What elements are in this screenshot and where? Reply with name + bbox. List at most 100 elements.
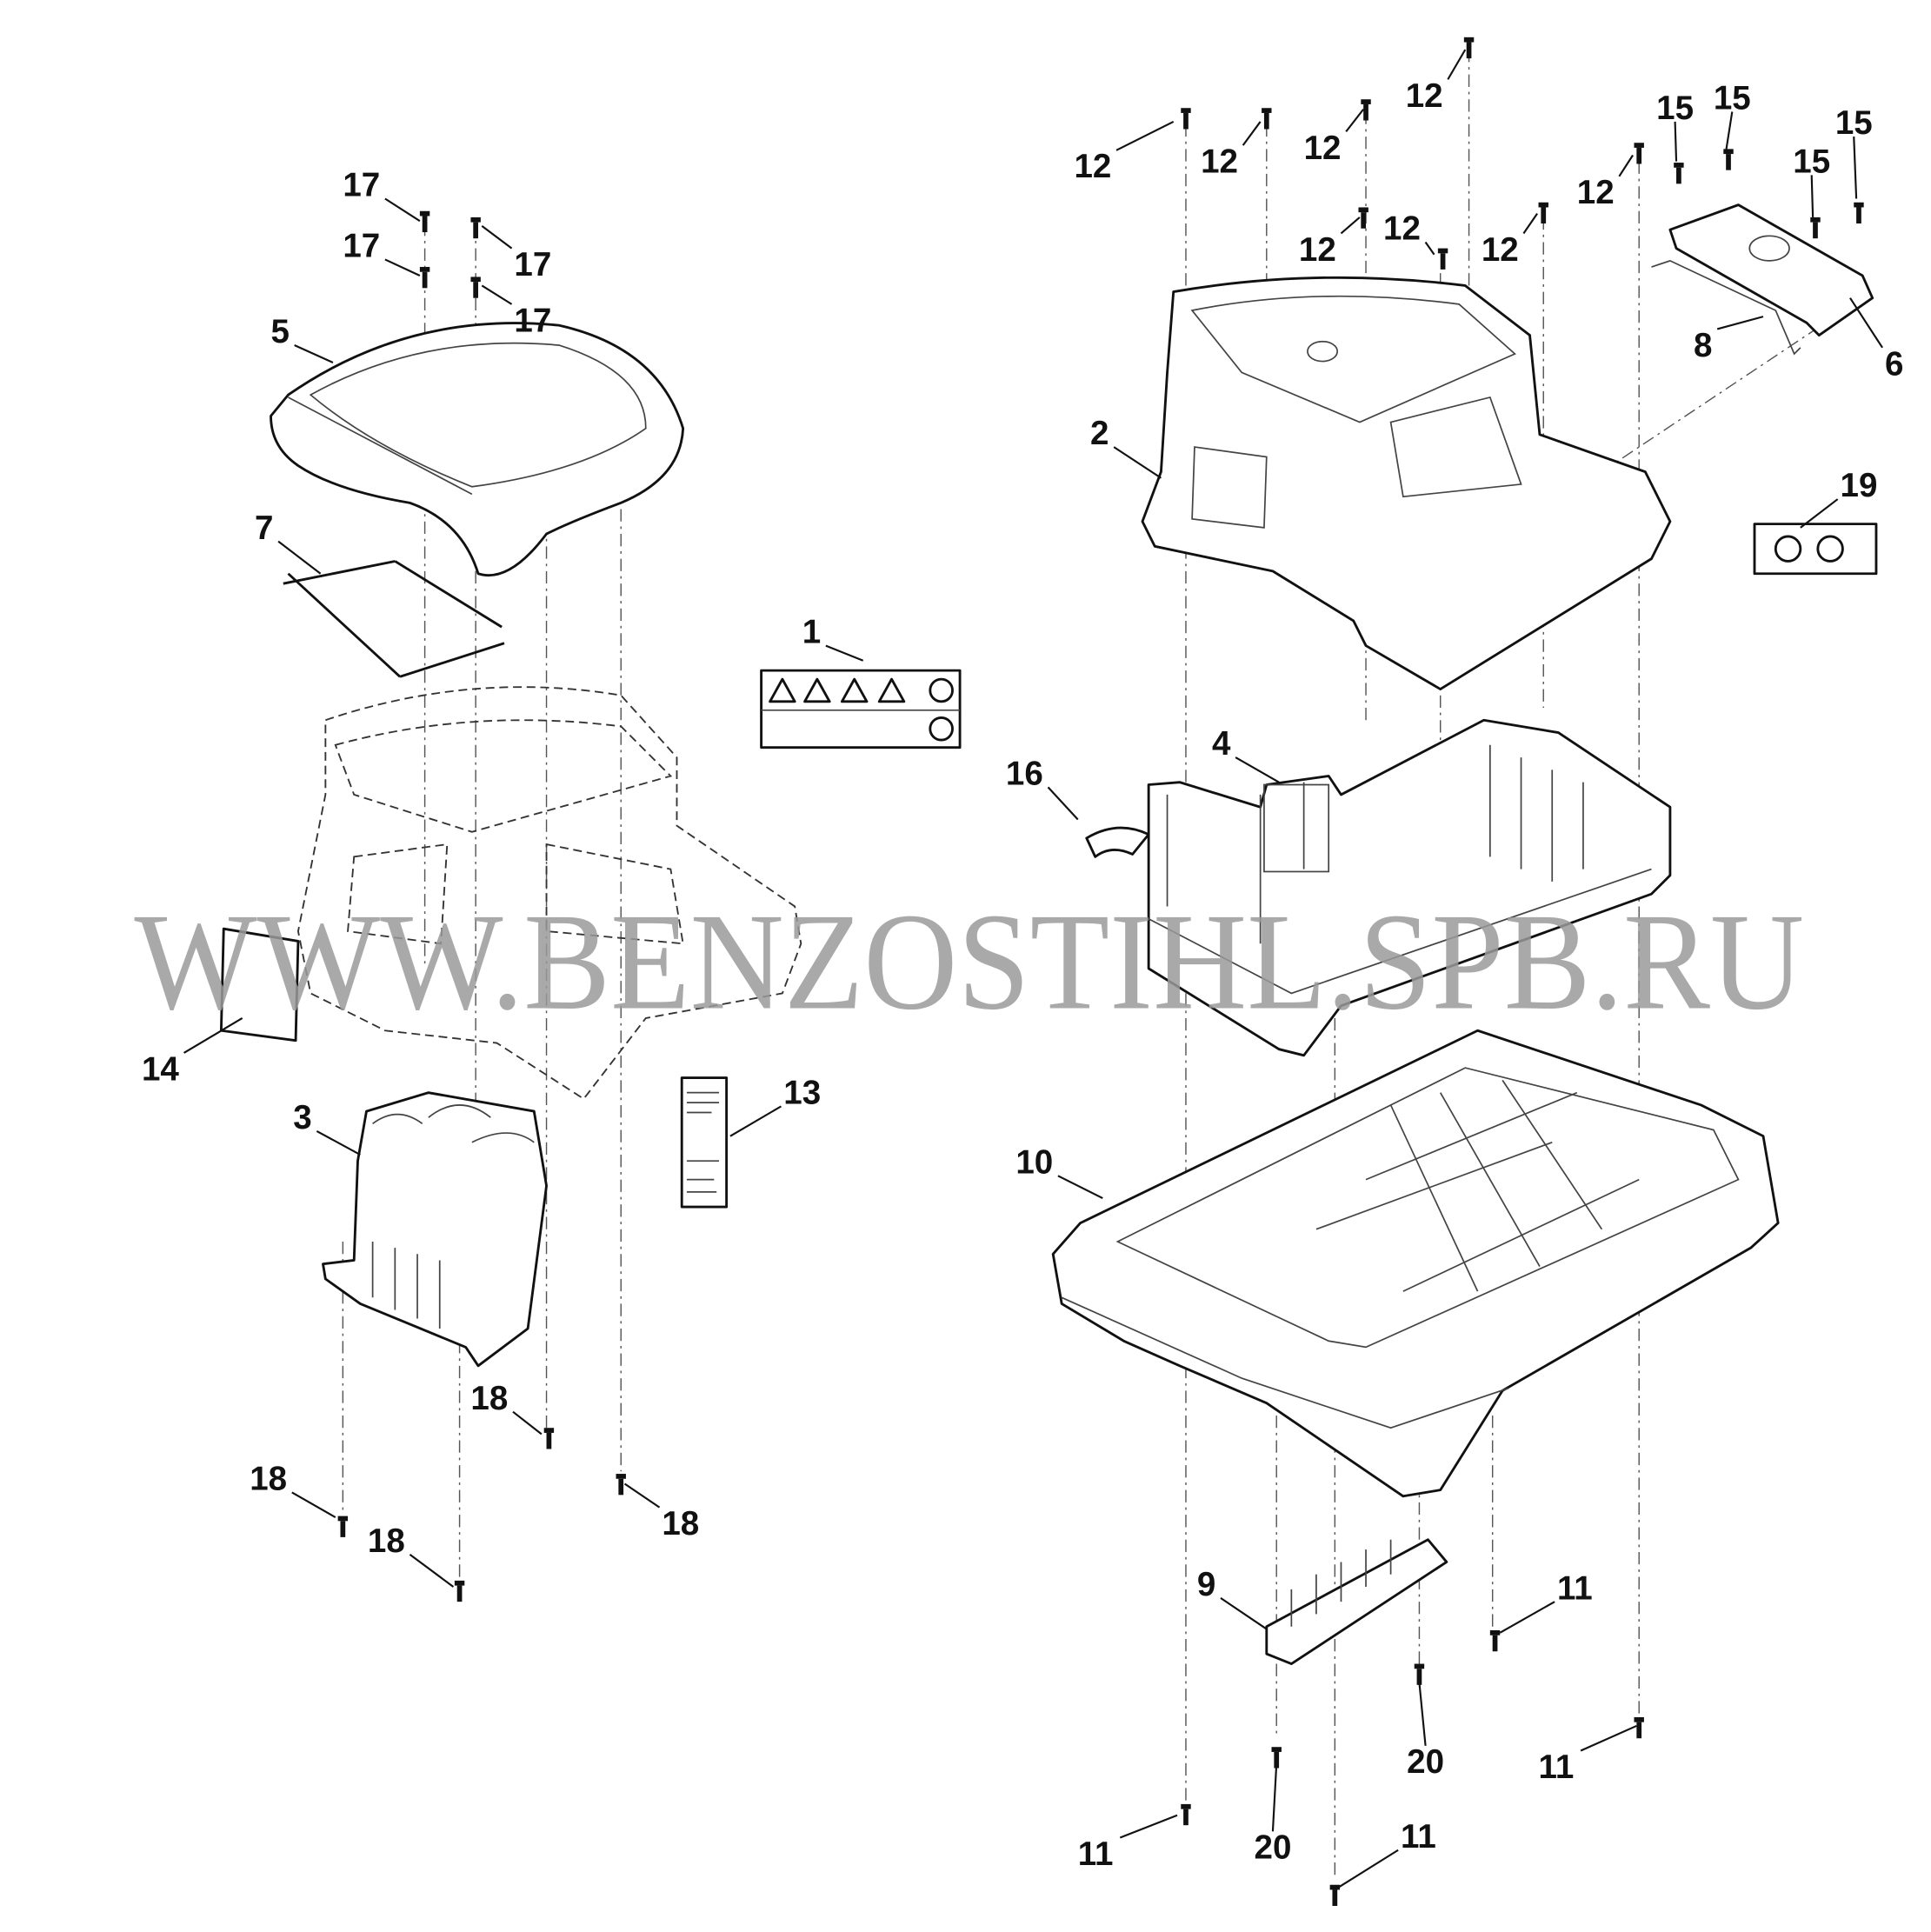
- callout-15: 15: [1656, 90, 1694, 127]
- callout-12: 12: [1383, 210, 1421, 248]
- leader-line: [1580, 1724, 1637, 1752]
- leader-line: [729, 1105, 782, 1137]
- screw-icon: [616, 1474, 626, 1496]
- callout-12: 12: [1201, 143, 1238, 180]
- leader-line: [384, 197, 421, 223]
- callout-12: 12: [1074, 148, 1111, 185]
- screw-icon: [470, 276, 481, 298]
- part-16-gasket: [1085, 826, 1150, 858]
- callout-6: 6: [1885, 345, 1903, 383]
- callout-7: 7: [255, 510, 273, 547]
- screw-icon: [1329, 1884, 1341, 1907]
- leader-line: [294, 344, 334, 363]
- callout-17: 17: [343, 228, 380, 265]
- leader-line: [316, 1129, 361, 1156]
- screw-icon: [1181, 1803, 1191, 1826]
- callout-8: 8: [1694, 327, 1712, 364]
- callout-20: 20: [1407, 1743, 1444, 1781]
- leader-line: [277, 540, 322, 575]
- callout-11: 11: [1539, 1749, 1575, 1786]
- leader-line: [1340, 217, 1361, 235]
- callout-17: 17: [514, 302, 551, 339]
- callout-5: 5: [271, 313, 290, 350]
- screw-icon: [1854, 202, 1864, 224]
- part-8-wire-clip: [1651, 259, 1801, 356]
- watermark: WWW.BENZOSTIHL.SPB.RU: [134, 884, 1804, 1039]
- leader-line: [1235, 756, 1280, 783]
- screw-icon: [1361, 99, 1371, 121]
- leader-line: [1345, 109, 1365, 133]
- leader-line: [1716, 316, 1764, 330]
- screw-icon: [419, 267, 430, 289]
- callout-18: 18: [250, 1461, 287, 1498]
- callout-20: 20: [1255, 1829, 1292, 1867]
- part-10-base: [1051, 1029, 1780, 1498]
- leader-line: [1418, 1682, 1427, 1746]
- part-13-label: [680, 1076, 729, 1209]
- screw-icon: [1634, 143, 1644, 164]
- callout-11: 11: [1078, 1835, 1114, 1873]
- leader-line: [1810, 175, 1814, 217]
- part-3-holder: [322, 1091, 548, 1368]
- screw-icon: [1414, 1663, 1425, 1685]
- leader-line: [1271, 1762, 1278, 1832]
- callout-17: 17: [514, 246, 551, 283]
- callout-12: 12: [1406, 77, 1443, 115]
- leader-line: [1618, 154, 1634, 177]
- callout-9: 9: [1197, 1566, 1215, 1603]
- callout-1: 1: [802, 614, 821, 651]
- screw-icon: [1181, 108, 1191, 130]
- leader-line: [1220, 1596, 1268, 1630]
- screw-icon: [1262, 108, 1272, 130]
- leader-line: [183, 1017, 243, 1054]
- callout-12: 12: [1482, 231, 1519, 269]
- leader-line: [1522, 213, 1538, 235]
- leader-line: [1242, 121, 1262, 146]
- callout-12: 12: [1304, 130, 1342, 167]
- screw-icon: [470, 217, 481, 239]
- callout-10: 10: [1015, 1143, 1053, 1181]
- leader-line: [1849, 297, 1883, 349]
- screw-icon: [1723, 149, 1734, 170]
- screw-icon: [419, 210, 430, 233]
- screw-icon: [1634, 1716, 1644, 1739]
- screws: [337, 37, 1864, 1907]
- leader-line: [481, 284, 513, 305]
- screw-icon: [454, 1580, 465, 1602]
- leader-line: [1113, 446, 1162, 479]
- callout-16: 16: [1006, 756, 1043, 793]
- callout-11: 11: [1401, 1818, 1436, 1855]
- callout-13: 13: [783, 1075, 821, 1112]
- screw-icon: [1437, 248, 1448, 270]
- screw-icon: [543, 1428, 555, 1449]
- leader-line: [623, 1482, 661, 1509]
- leader-line: [291, 1491, 336, 1518]
- screw-icon: [1358, 207, 1368, 229]
- leader-line: [1047, 786, 1079, 821]
- callout-18: 18: [368, 1522, 405, 1560]
- leader-line: [512, 1410, 543, 1436]
- leader-line: [384, 258, 421, 276]
- leader-lines: [183, 49, 1883, 1889]
- part-6-bracket: [1668, 203, 1874, 336]
- screw-icon: [1489, 1629, 1501, 1652]
- leader-line: [1800, 498, 1839, 529]
- leader-line: [1725, 111, 1734, 152]
- callout-18: 18: [662, 1505, 699, 1542]
- leader-line: [1499, 1601, 1555, 1634]
- leader-line: [1057, 1175, 1103, 1199]
- callout-4: 4: [1212, 725, 1231, 763]
- part-1-warning-label: [760, 669, 962, 749]
- screw-icon: [1810, 217, 1821, 239]
- ghost-housing-outline: [296, 686, 802, 1101]
- part-4-frame: [1147, 718, 1672, 1057]
- screw-icon: [1538, 202, 1548, 224]
- callout-15: 15: [1793, 143, 1830, 180]
- callout-11: 11: [1557, 1569, 1593, 1607]
- callout-14: 14: [142, 1050, 179, 1088]
- leader-line: [1674, 121, 1678, 162]
- part-5-cover: [270, 322, 685, 577]
- callout-3: 3: [293, 1099, 311, 1136]
